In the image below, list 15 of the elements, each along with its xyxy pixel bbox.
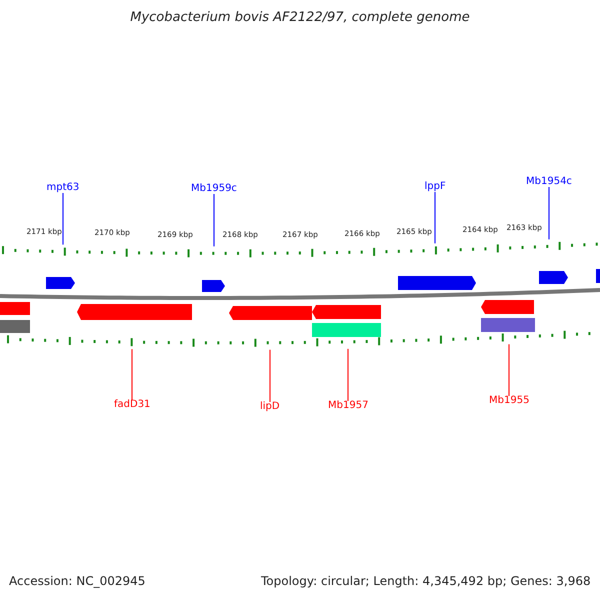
leader-line: [508, 344, 510, 396]
title: Mycobacterium bovis AF2122/97, complete genome: [129, 11, 471, 24]
leader-line: [548, 186, 550, 240]
gene-label: lppF: [424, 182, 446, 192]
gene-label: fadD31: [114, 400, 150, 410]
gene-label: Mb1957: [328, 401, 368, 411]
gene-label: lipD: [260, 402, 280, 412]
gene-label: Mb1955: [489, 396, 530, 406]
gene-label: Mb1954c: [526, 177, 572, 187]
genome-summary: Topology: circular; Length: 4,345,492 bp; Genes: 3,968: [261, 575, 591, 587]
leader-line: [62, 192, 64, 246]
gene-label: mpt63: [46, 183, 80, 193]
leader-line: [434, 192, 436, 244]
gene-label: Mb1959c: [191, 184, 237, 194]
accession-text: Accession: NC_002945: [9, 575, 146, 587]
